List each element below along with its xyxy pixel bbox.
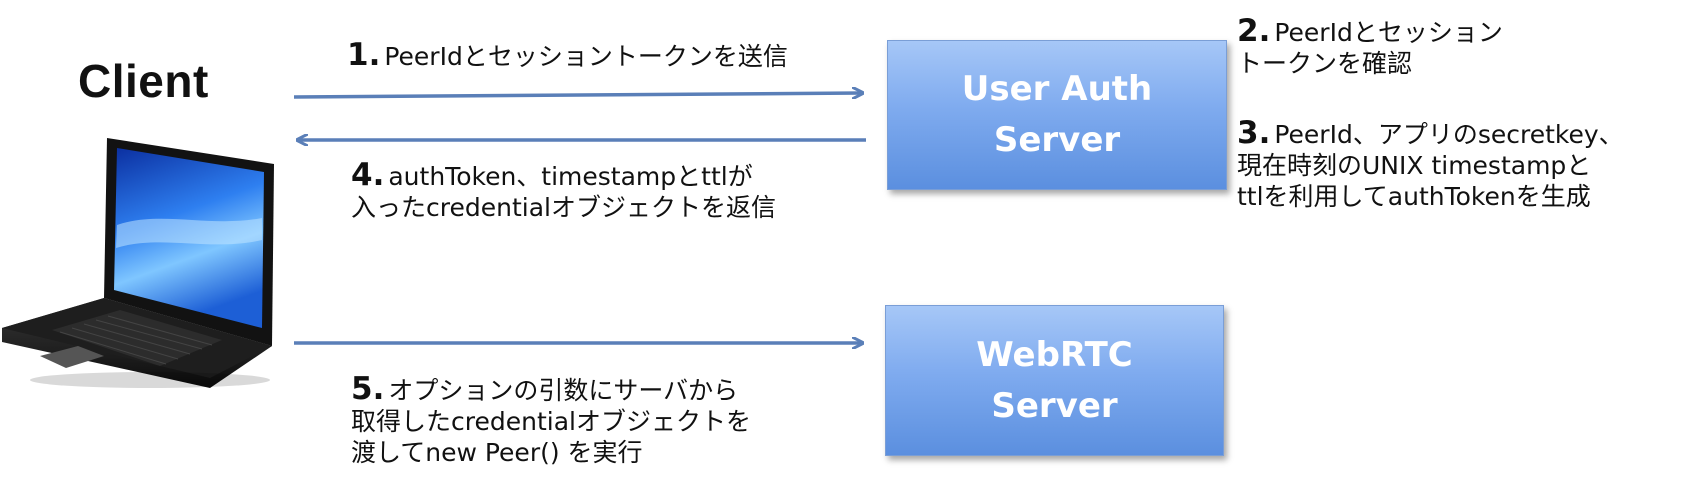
step-text: トークンを確認 <box>1237 49 1413 78</box>
webrtc-server-line1: WebRTC <box>976 334 1133 375</box>
step-4-label: 4.authToken、timestampとttlが 入ったcredential… <box>351 160 776 223</box>
user-auth-server-line2: Server <box>993 120 1121 160</box>
step-1-label: 1.PeerIdとセッショントークンを送信 <box>347 40 788 72</box>
step-number: 1. <box>347 37 381 73</box>
step-text: オプションの引数にサーバから <box>388 376 739 405</box>
step-3-label: 3.PeerId、アプリのsecretkey、 現在時刻のUNIX timest… <box>1237 118 1624 212</box>
arrow-1-to-auth <box>293 93 862 97</box>
step-2-label: 2.PeerIdとセッション トークンを確認 <box>1237 16 1503 79</box>
step-text: authToken、timestampとttlが <box>388 162 753 191</box>
step-text: 取得したcredentialオブジェクトを <box>351 407 751 436</box>
user-auth-server-line1: User Auth <box>961 69 1153 109</box>
step-5-label: 5.オプションの引数にサーバから 取得したcredentialオブジェクトを 渡… <box>351 374 751 468</box>
step-number: 5. <box>351 371 385 407</box>
step-text: PeerIdとセッショントークンを送信 <box>384 42 788 71</box>
step-number: 3. <box>1237 115 1271 151</box>
webrtc-server-box: WebRTC Server <box>885 305 1224 456</box>
step-text: 現在時刻のUNIX timestampと <box>1237 151 1592 180</box>
step-text: 渡してnew Peer() を実行 <box>351 438 643 467</box>
step-text: ttlを利用してauthTokenを生成 <box>1237 182 1591 211</box>
client-title: Client <box>78 55 209 107</box>
step-text: PeerId、アプリのsecretkey、 <box>1274 120 1624 149</box>
step-text: PeerIdとセッション <box>1274 18 1503 47</box>
webrtc-server-line2: Server <box>991 385 1118 426</box>
user-auth-server-box: User Auth Server <box>887 40 1227 190</box>
step-text: 入ったcredentialオブジェクトを返信 <box>351 193 776 222</box>
laptop-icon <box>2 138 274 388</box>
step-number: 2. <box>1237 13 1271 49</box>
step-number: 4. <box>351 157 385 193</box>
